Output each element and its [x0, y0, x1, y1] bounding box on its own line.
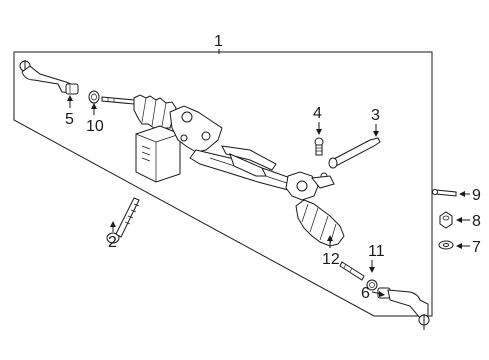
leader-arrow-7: [456, 243, 462, 249]
mounting-bolt-part-2: [106, 197, 140, 244]
callout-label-10: 10: [86, 118, 104, 135]
leader-arrow-12: [327, 235, 333, 241]
steering-boot-right: [295, 199, 345, 247]
callout-label-8: 8: [472, 213, 481, 230]
eps-motor-unit: [135, 125, 181, 183]
callout-label-12: 12: [322, 251, 340, 268]
leader-arrow-10: [91, 103, 97, 109]
inner-tie-rod-right: [339, 261, 365, 281]
leader-arrow-2: [110, 221, 116, 227]
cotter-pin-part-9: [432, 189, 457, 197]
jam-nut-left: [88, 90, 100, 104]
callout-label-6: 6: [361, 285, 370, 302]
callout-label-4: 4: [313, 105, 322, 122]
callout-label-11: 11: [368, 243, 385, 260]
callout-label-1: 1: [214, 33, 223, 50]
leader-arrow-8: [456, 217, 462, 223]
callout-label-5: 5: [65, 111, 74, 128]
leader-arrow-5: [67, 95, 73, 101]
leader-arrow-11: [369, 267, 375, 273]
leader-arrow-9: [459, 191, 465, 197]
leader-arrow-6: [379, 291, 385, 297]
rack-housing: [169, 105, 301, 191]
callout-label-2: 2: [108, 234, 117, 251]
assembly-outline: [13, 51, 433, 317]
jam-nut-right: [366, 279, 378, 291]
bolt-part-4: [314, 137, 324, 156]
callout-label-3: 3: [371, 107, 380, 124]
rack-housing-right: [285, 171, 335, 201]
steering-boot-left: [133, 94, 177, 129]
castle-nut-part-8: [439, 211, 453, 229]
callout-label-9: 9: [472, 187, 481, 204]
leader-arrow-4: [316, 129, 322, 135]
callout-label-7: 7: [472, 239, 481, 256]
inner-tie-rod-left: [101, 96, 135, 105]
leader-arrow-3: [373, 131, 379, 137]
outer-tie-rod-end-right: [377, 287, 430, 330]
washer-part-7: [438, 240, 454, 250]
outer-tie-rod-end-left: [19, 60, 79, 95]
tie-rod-part-3: [328, 137, 381, 169]
